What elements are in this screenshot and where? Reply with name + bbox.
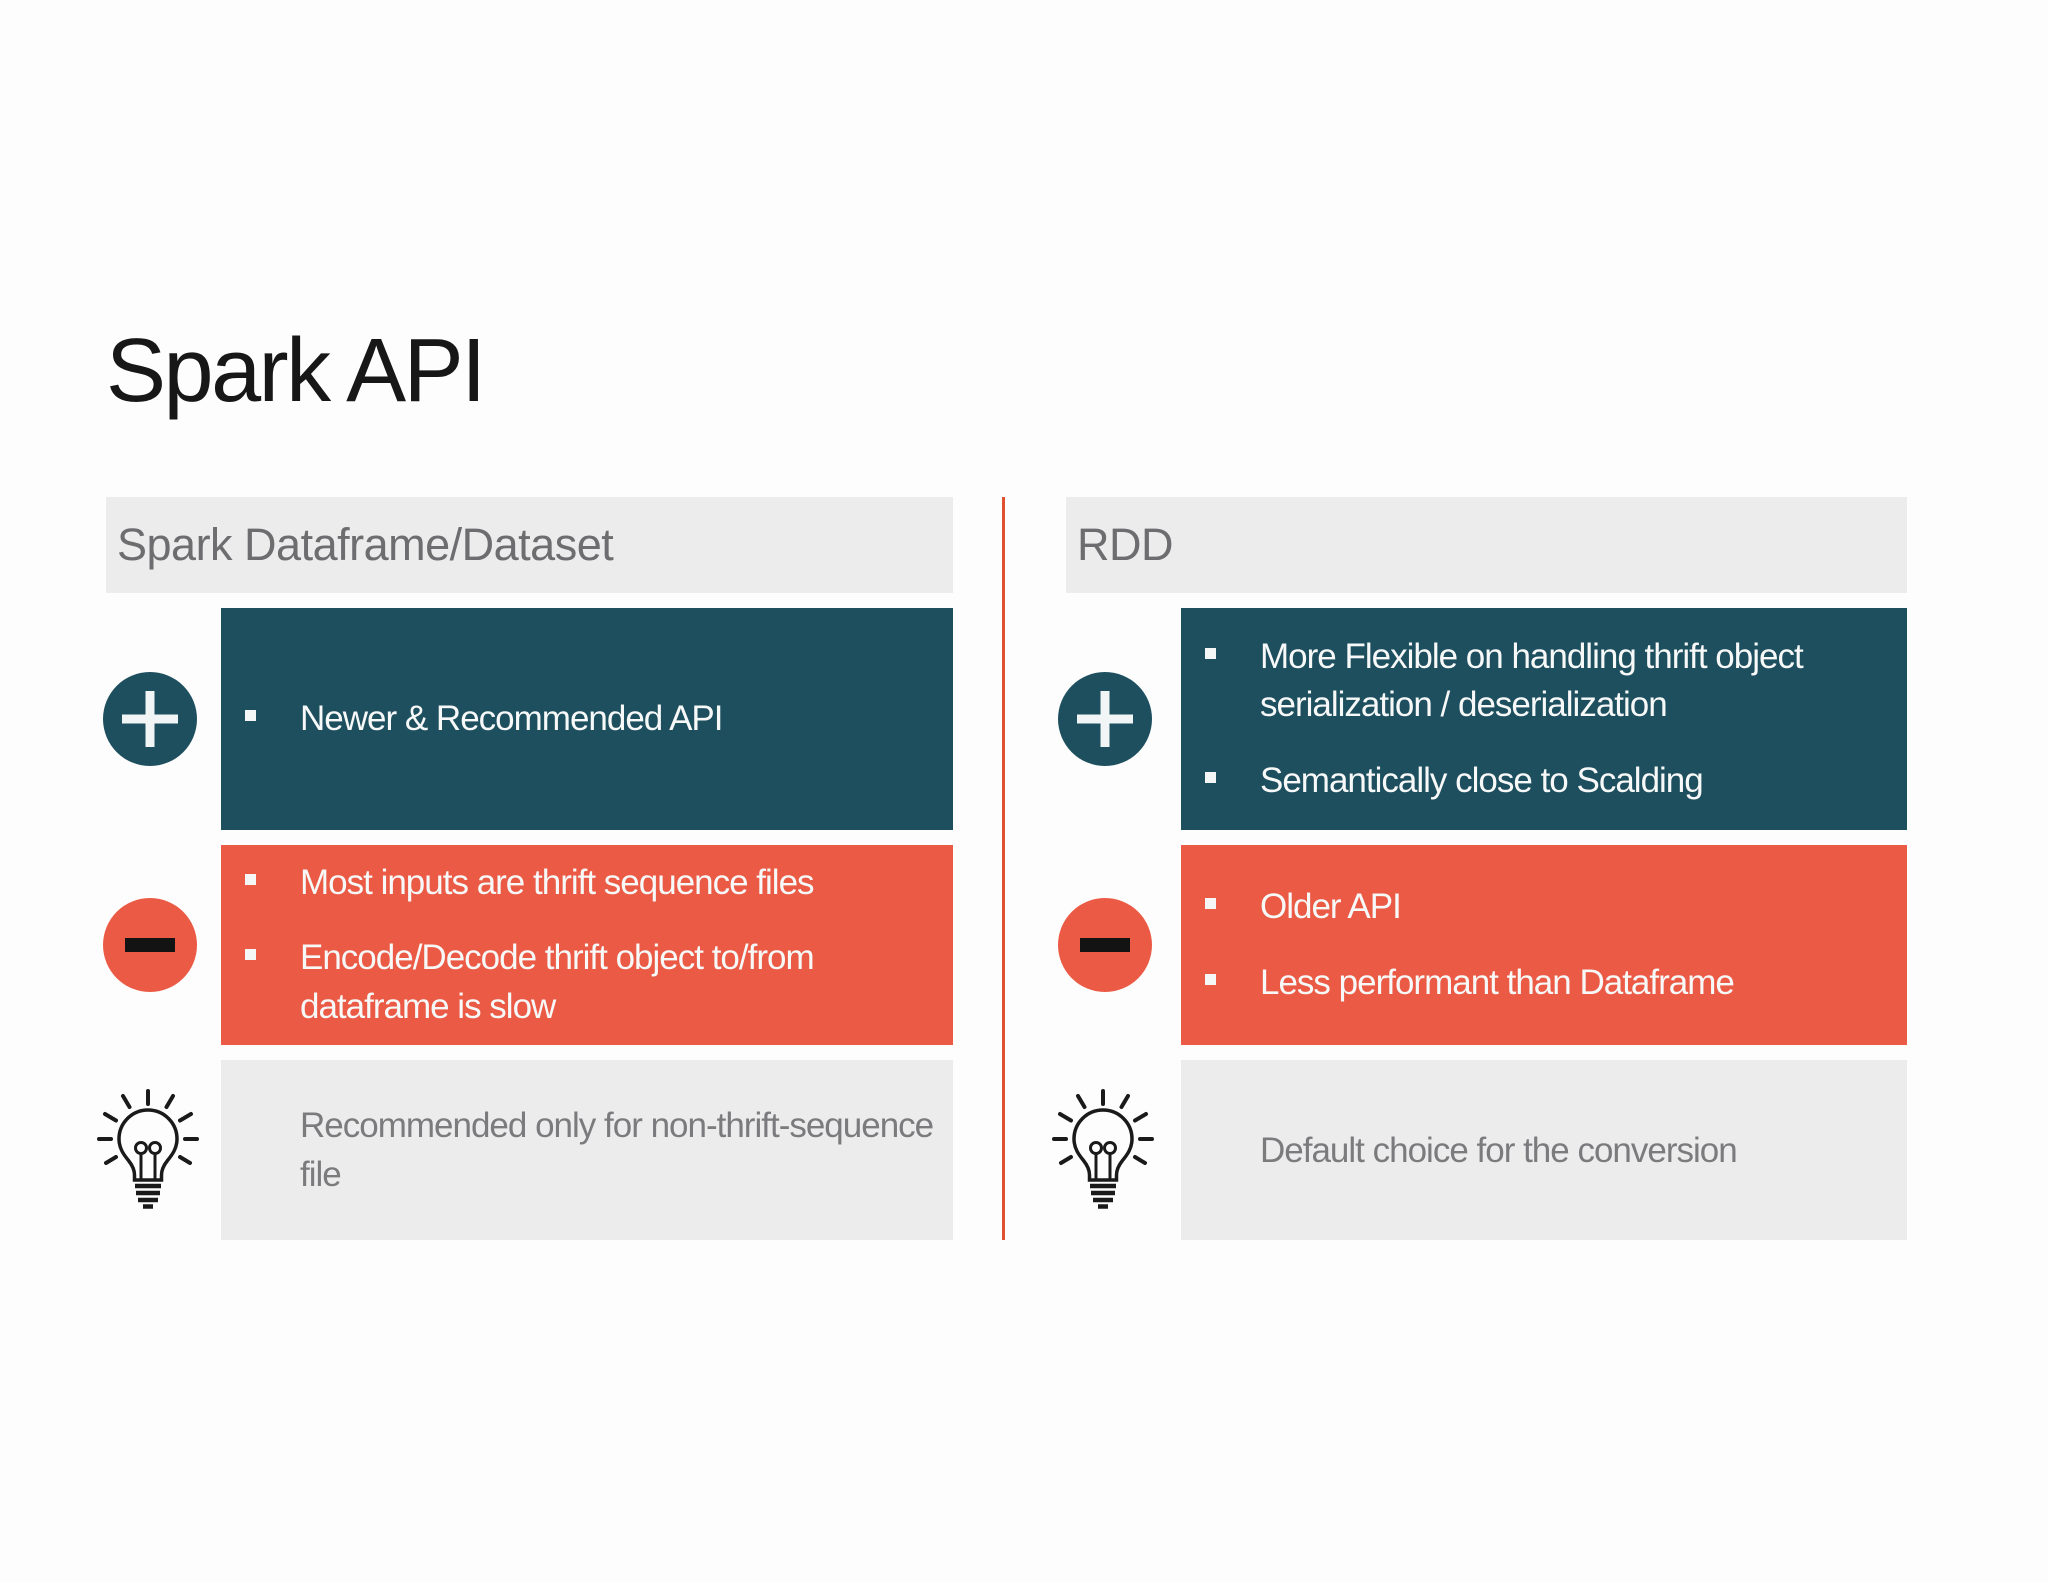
list-item: Newer & Recommended API xyxy=(245,695,947,743)
con-text: Less performant than Dataframe xyxy=(1260,962,1735,1002)
pros-box-dataframe: Newer & Recommended API xyxy=(221,608,953,830)
minus-icon xyxy=(1058,898,1152,992)
square-bullet-icon xyxy=(245,709,256,721)
square-bullet-icon xyxy=(245,949,256,961)
square-bullet-icon xyxy=(1205,898,1216,910)
list-item: Encode/Decode thrift object to/from data… xyxy=(245,934,947,1031)
square-bullet-icon xyxy=(1205,973,1216,985)
square-bullet-icon xyxy=(1205,648,1216,660)
tip-box-rdd: Default choice for the conversion xyxy=(1181,1060,1907,1240)
pro-text: More Flexible on handling thrift object … xyxy=(1260,637,1804,725)
lightbulb-icon xyxy=(1051,1089,1155,1213)
lightbulb-icon xyxy=(96,1089,200,1213)
con-text: Most inputs are thrift sequence files xyxy=(300,863,815,903)
column-header-rdd: RDD xyxy=(1066,497,1907,593)
pros-box-rdd: More Flexible on handling thrift object … xyxy=(1181,608,1907,830)
minus-icon xyxy=(103,898,197,992)
pro-text: Newer & Recommended API xyxy=(300,698,723,738)
tip-text: Default choice for the conversion xyxy=(1260,1130,1738,1170)
cons-box-dataframe: Most inputs are thrift sequence files En… xyxy=(221,845,953,1045)
con-text: Older API xyxy=(1260,887,1402,927)
list-item: Less performant than Dataframe xyxy=(1205,959,1901,1007)
tip-text: Recommended only for non-thrift-sequence… xyxy=(300,1106,934,1194)
square-bullet-icon xyxy=(1205,771,1216,783)
con-text: Encode/Decode thrift object to/from data… xyxy=(300,938,815,1026)
cons-box-rdd: Older API Less performant than Dataframe xyxy=(1181,845,1907,1045)
column-header-label: Spark Dataframe/Dataset xyxy=(117,519,614,570)
pro-text: Semantically close to Scalding xyxy=(1260,760,1704,800)
plus-icon xyxy=(1058,672,1152,766)
plus-icon xyxy=(103,672,197,766)
list-item: Most inputs are thrift sequence files xyxy=(245,859,947,907)
page-title: Spark API xyxy=(106,321,486,421)
list-item: Older API xyxy=(1205,883,1901,931)
column-header-label: RDD xyxy=(1077,519,1174,570)
list-item: Semantically close to Scalding xyxy=(1205,757,1901,805)
column-header-dataframe: Spark Dataframe/Dataset xyxy=(106,497,953,593)
square-bullet-icon xyxy=(245,874,256,886)
tip-box-dataframe: Recommended only for non-thrift-sequence… xyxy=(221,1060,953,1240)
list-item: More Flexible on handling thrift object … xyxy=(1205,633,1901,730)
column-divider xyxy=(1002,497,1005,1240)
